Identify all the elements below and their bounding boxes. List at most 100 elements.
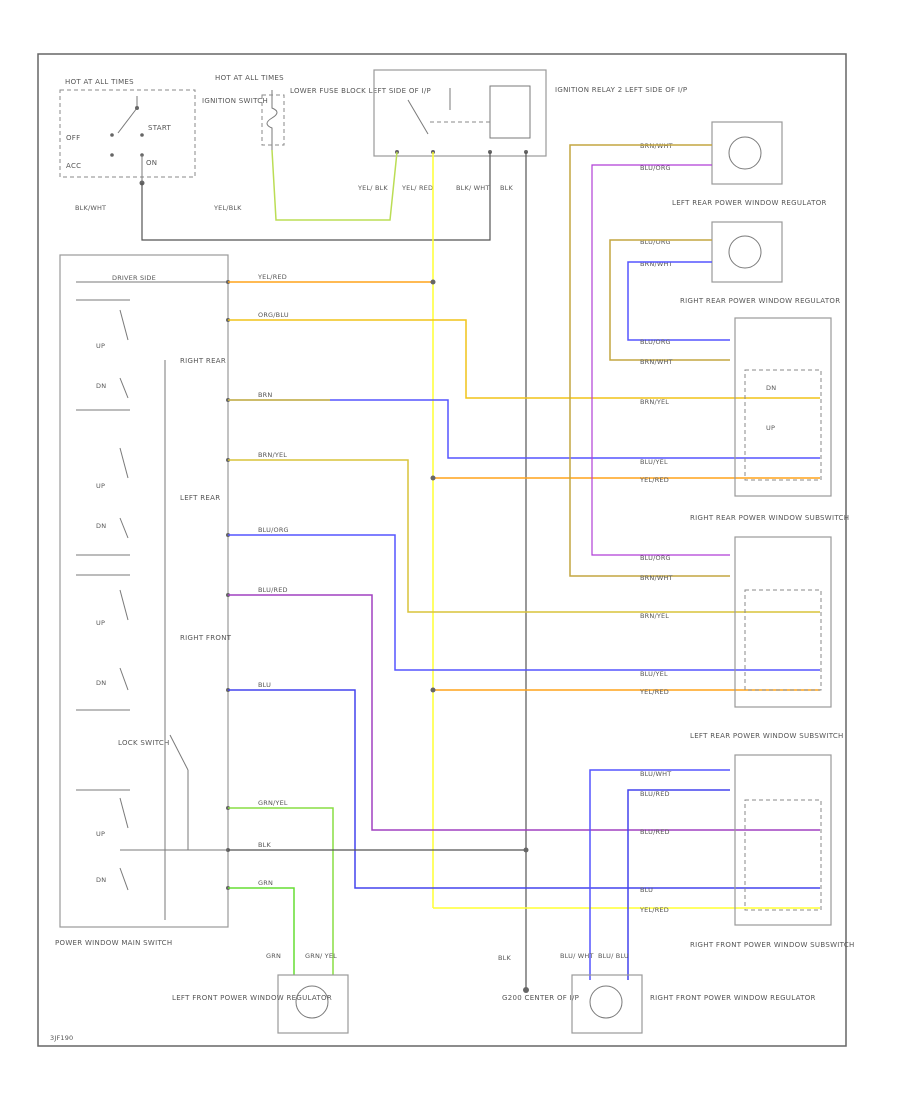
wire-brn-yel (228, 459, 820, 613)
wire-label-4: BRN/YEL (258, 451, 287, 459)
lrs-label-d: BLU/YEL (640, 670, 668, 678)
wire-rr-brn-wht (569, 144, 730, 577)
gnd-blk-label: BLK (498, 954, 511, 962)
wire-label-6: BLU/RED (258, 586, 288, 594)
figure-id: 3JF190 (50, 1034, 73, 1042)
wire-grn (228, 887, 295, 975)
wire-rf-blu-wht (589, 769, 730, 980)
rr-label-a: BRN/WHT (640, 142, 673, 150)
driver-side-label: DRIVER SIDE (112, 274, 156, 282)
dn-4: DN (96, 876, 106, 884)
blu-blu-label: BLU/ BLU (598, 952, 629, 960)
off-label: OFF (66, 134, 80, 142)
wire-rf-blu-red (627, 789, 730, 980)
wire-rr-blu-org (591, 164, 730, 556)
right-rear-regulator-top: BRN/WHT BLU/ORG (640, 121, 783, 185)
blk-wht-wire (141, 152, 491, 241)
lrs-label-a: BLU/ORG (640, 554, 671, 562)
fuse-block: HOT AT ALL TIMES IGNITION SWITCH LOWER F… (202, 74, 431, 212)
lr-label-a: BLU/ORG (640, 238, 671, 246)
rrs-label-d: BLU/YEL (640, 458, 668, 466)
left-rear-label: LEFT REAR (180, 494, 220, 502)
wire-label-3: BRN (258, 391, 272, 399)
up-4: UP (96, 830, 105, 838)
dn-3: DN (96, 679, 106, 687)
ignition-switch-label: IGNITION SWITCH (202, 97, 268, 105)
wire-grn-yel (228, 807, 334, 975)
lr-regulator-label: LEFT REAR POWER WINDOW REGULATOR (672, 199, 827, 207)
wire-org-blu (228, 319, 820, 399)
rrs-label-a: BLU/ORG (640, 338, 671, 346)
wire-blu-org (228, 534, 820, 671)
right-front-subswitch-block: LEFT REAR POWER WINDOW SUBSWITCH BLU/WHT… (639, 732, 855, 949)
wire-label-9: BLK (258, 841, 271, 849)
rrs-label-b: BRN/WHT (640, 358, 673, 366)
lf-regulator-label: LEFT FRONT POWER WINDOW REGULATOR (172, 994, 332, 1002)
rr-subswitch-label: RIGHT REAR POWER WINDOW SUBSWITCH (690, 514, 849, 522)
wire-brn (228, 399, 820, 459)
up-3: UP (96, 619, 105, 627)
lrs-label-e: YEL/RED (639, 688, 669, 696)
wire-lr-brn-wht (627, 261, 730, 341)
rrs-up: UP (766, 424, 775, 432)
on-label: ON (146, 159, 157, 167)
grn-yel-label: GRN/ YEL (305, 952, 337, 960)
wire-label-7: BLU (258, 681, 271, 689)
yel-blk-v-label: YEL/ BLK (357, 184, 388, 192)
left-rear-subswitch-block: RIGHT REAR POWER WINDOW SUBSWITCH BLU/OR… (639, 514, 849, 708)
wire-label-5: BLU/ORG (258, 526, 289, 534)
wire-label-10: GRN (258, 879, 273, 887)
right-front-regulator: RIGHT FRONT POWER WINDOW REGULATOR BLU/ … (560, 952, 816, 1034)
dn-2: DN (96, 522, 106, 530)
acc-label: ACC (66, 162, 81, 170)
right-rear-label: RIGHT REAR (180, 357, 226, 365)
lrs-label-b: BRN/WHT (640, 574, 673, 582)
rfs-label-b: BLU/RED (640, 790, 670, 798)
rrs-label-c: BRN/YEL (640, 398, 669, 406)
yel-red-v-label: YEL/ RED (401, 184, 433, 192)
start-label: START (148, 124, 172, 132)
rr-label-b: BLU/ORG (640, 164, 671, 172)
lock-switch-label: LOCK SWITCH (118, 739, 170, 747)
rfs-label-a: BLU/WHT (640, 770, 671, 778)
rrs-dn: DN (766, 384, 776, 392)
dn-1: DN (96, 382, 106, 390)
ignition-relay: IGNITION RELAY 2 LEFT SIDE OF I/P YEL/ B… (357, 69, 687, 192)
hot-label-2: HOT AT ALL TIMES (215, 74, 284, 82)
ignition-switch: HOT AT ALL TIMES OFF START ACC ON BLK/WH… (59, 78, 196, 212)
wire-label-2: ORG/BLU (258, 311, 289, 319)
yel-blk-wire (271, 149, 398, 221)
lr-subswitch-label: LEFT REAR POWER WINDOW SUBSWITCH (690, 732, 844, 740)
left-rear-regulator: LEFT REAR POWER WINDOW REGULATOR BLU/ORG… (640, 199, 827, 283)
wire-label-1: YEL/RED (257, 273, 287, 281)
lrs-label-c: BRN/YEL (640, 612, 669, 620)
rfs-label-c: BLU/RED (640, 828, 670, 836)
rf-regulator-label: RIGHT FRONT POWER WINDOW REGULATOR (650, 994, 816, 1002)
blk-wht-v-label: BLK/ WHT (456, 184, 489, 192)
wire-blu (228, 689, 820, 889)
rrs-label-e: YEL/RED (639, 476, 669, 484)
rfs-label-d: BLU (640, 886, 653, 894)
right-front-label: RIGHT FRONT (180, 634, 232, 642)
wire-blu-red (228, 594, 820, 831)
blk-wht-label: BLK/WHT (75, 204, 106, 212)
yel-blk-label: YEL/BLK (213, 204, 242, 212)
hot-label-1: HOT AT ALL TIMES (65, 78, 134, 86)
right-rear-subswitch-top: RIGHT REAR POWER WINDOW REGULATOR BLU/OR… (639, 297, 840, 497)
lr-label-b: BRN/WHT (640, 260, 673, 268)
main-switch-label: POWER WINDOW MAIN SWITCH (55, 939, 172, 947)
up-2: UP (96, 482, 105, 490)
diagram-border (37, 53, 847, 1047)
relay-label: IGNITION RELAY 2 LEFT SIDE OF I/P (555, 86, 687, 94)
wire-label-8: GRN/YEL (258, 799, 288, 807)
blu-wht-label: BLU/ WHT (560, 952, 594, 960)
rr-regulator-label: RIGHT REAR POWER WINDOW REGULATOR (680, 297, 840, 305)
power-window-main-switch: DRIVER SIDE RIGHT REAR LEFT REAR RIGHT F… (55, 254, 232, 947)
ground-g200: BLK G200 CENTER OF I/P (498, 954, 579, 1002)
up-1: UP (96, 342, 105, 350)
fuse-block-label: LOWER FUSE BLOCK LEFT SIDE OF I/P (290, 87, 431, 95)
blk-v-label: BLK (500, 184, 513, 192)
rf-subswitch-label: RIGHT FRONT POWER WINDOW SUBSWITCH (690, 941, 855, 949)
rfs-label-e: YEL/RED (639, 906, 669, 914)
